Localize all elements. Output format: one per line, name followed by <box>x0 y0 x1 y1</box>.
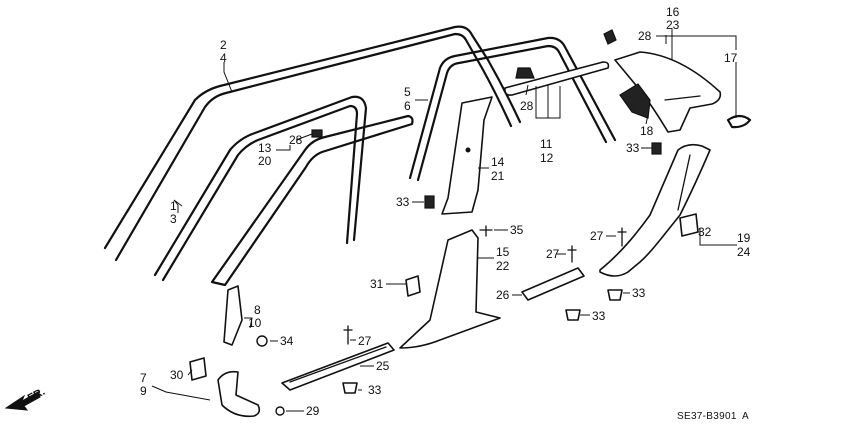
door-sash-moulding <box>153 95 368 282</box>
callout-13: 13 <box>258 141 272 155</box>
rear-pillar-lower <box>599 143 711 277</box>
leader-lines <box>151 28 737 412</box>
roof-side-rail-trim <box>504 61 610 96</box>
rear-quarter-upper-trim <box>614 51 722 133</box>
front-sill-plate <box>281 342 395 391</box>
callout-6: 6 <box>404 99 411 113</box>
callout-32: 32 <box>698 225 712 239</box>
arrow-icon <box>4 391 41 411</box>
callout-27-b: 27 <box>546 247 560 261</box>
a-pillar-trim <box>210 114 414 287</box>
callout-23: 23 <box>666 18 680 32</box>
callout-2: 2 <box>220 38 227 52</box>
callout-14: 14 <box>491 155 505 169</box>
callout-10: 10 <box>248 316 262 330</box>
callout-labels: 2 4 1 3 13 20 28 5 6 28 11 12 16 23 28 1… <box>140 5 751 418</box>
direction-label: FR. <box>26 386 47 405</box>
callout-33-e: 33 <box>368 383 382 397</box>
callout-33-d: 33 <box>592 309 606 323</box>
callout-25: 25 <box>376 359 390 373</box>
callout-22: 22 <box>496 259 510 273</box>
callout-31: 31 <box>370 277 384 291</box>
callout-15: 15 <box>496 245 510 259</box>
callout-12: 12 <box>540 151 554 165</box>
callout-30: 30 <box>170 368 184 382</box>
callout-18: 18 <box>640 124 654 138</box>
callout-16: 16 <box>666 5 680 19</box>
callout-19: 19 <box>737 231 751 245</box>
callout-21: 21 <box>491 169 505 183</box>
callout-4: 4 <box>220 51 227 65</box>
callout-20: 20 <box>258 154 272 168</box>
callout-35: 35 <box>510 223 524 237</box>
callout-28-b: 28 <box>520 99 534 113</box>
callout-33-a: 33 <box>626 141 640 155</box>
kick-panel <box>217 370 261 418</box>
callout-27-a: 27 <box>590 229 604 243</box>
callout-9: 9 <box>140 384 147 398</box>
callout-17: 17 <box>724 51 738 65</box>
clip-parts <box>189 29 699 416</box>
center-pillar-lower <box>399 229 501 349</box>
center-pillar-upper <box>441 96 493 215</box>
callout-28-a: 28 <box>289 133 303 147</box>
callout-33-b: 33 <box>396 195 410 209</box>
front-direction-indicator: FR. <box>4 386 47 411</box>
revision-mark: A <box>742 411 749 422</box>
diagram-code: SE37-B3901 <box>677 411 737 422</box>
callout-3: 3 <box>170 212 177 226</box>
callout-34: 34 <box>280 334 294 348</box>
trim-seal-17 <box>726 114 752 129</box>
diagram-code-group: SE37-B3901 A <box>677 411 749 422</box>
rear-sill-plate <box>521 267 585 301</box>
callout-1: 1 <box>170 199 177 213</box>
callout-33-c: 33 <box>632 286 646 300</box>
a-pillar-lower-garnish <box>223 285 243 346</box>
roof-moulding-outer <box>103 25 522 262</box>
callout-27-c: 27 <box>358 334 372 348</box>
callout-28-c: 28 <box>638 29 652 43</box>
callout-11: 11 <box>540 137 553 151</box>
callout-7: 7 <box>140 371 147 385</box>
callout-24: 24 <box>737 245 751 259</box>
rear-door-moulding <box>408 36 617 182</box>
callout-5: 5 <box>404 85 411 99</box>
callout-26: 26 <box>496 288 510 302</box>
callout-29: 29 <box>306 404 320 418</box>
callout-8: 8 <box>254 303 261 317</box>
